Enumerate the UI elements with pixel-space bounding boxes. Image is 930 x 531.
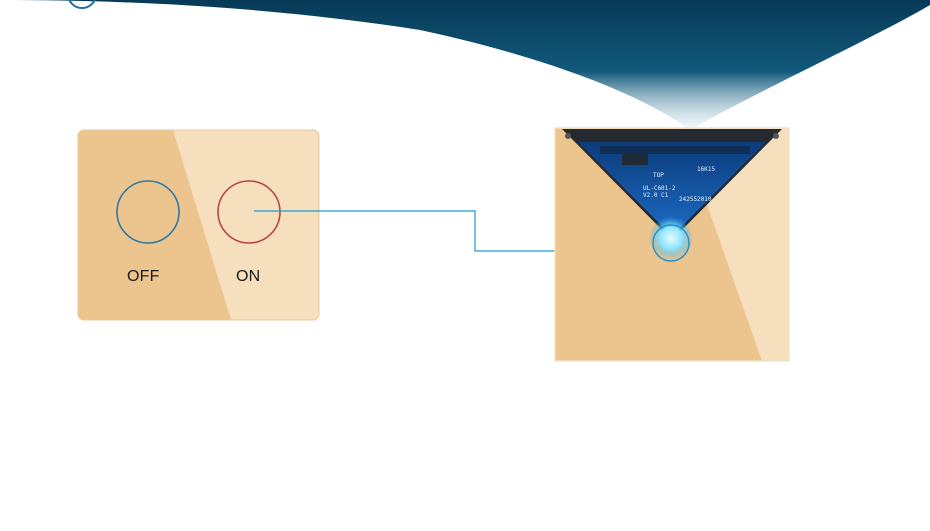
touch-switch-device <box>554 127 790 362</box>
logo-ring-icon <box>68 0 96 9</box>
pcb-model-label: UL-C601-2 <box>643 185 676 192</box>
pcb-serial-label: 242552010 <box>679 196 712 203</box>
off-label: OFF <box>127 268 160 285</box>
off-touch-ring-icon[interactable] <box>116 180 180 244</box>
pcb-board-code: 16K15 <box>697 166 716 173</box>
touch-glow <box>649 216 693 260</box>
header-banner <box>0 0 930 130</box>
pcb-top-label: TOP <box>653 172 664 179</box>
pcb-version-label: V2.0 C1 <box>643 192 669 199</box>
circuit-board <box>578 142 766 236</box>
switch-panel <box>77 129 320 321</box>
on-label: ON <box>236 268 261 285</box>
device-touch-ring-icon[interactable] <box>652 224 690 262</box>
on-touch-ring-icon[interactable] <box>217 180 281 244</box>
